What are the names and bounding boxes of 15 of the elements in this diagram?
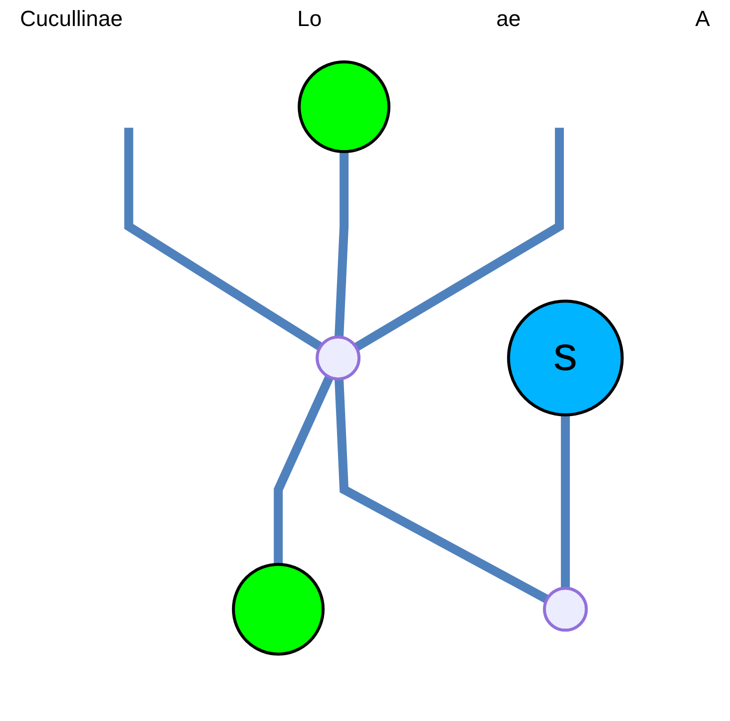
- taxon-label: Cucullinae: [20, 6, 123, 32]
- branch-point: [316, 336, 361, 380]
- branch-line: [334, 378, 550, 604]
- branch-point: [542, 586, 588, 632]
- branch-line: [334, 152, 349, 338]
- branch-line: [354, 128, 564, 352]
- branch-line: [560, 414, 570, 588]
- branch-line: [274, 375, 334, 564]
- taxon-circle: s: [507, 300, 624, 416]
- taxon-label: Lo: [297, 6, 322, 32]
- taxon-label: ae: [496, 6, 521, 32]
- taxon-label: A: [695, 6, 710, 32]
- taxon-circle: [232, 562, 325, 656]
- branch-line: [124, 128, 323, 351]
- taxon-circle: [298, 60, 390, 154]
